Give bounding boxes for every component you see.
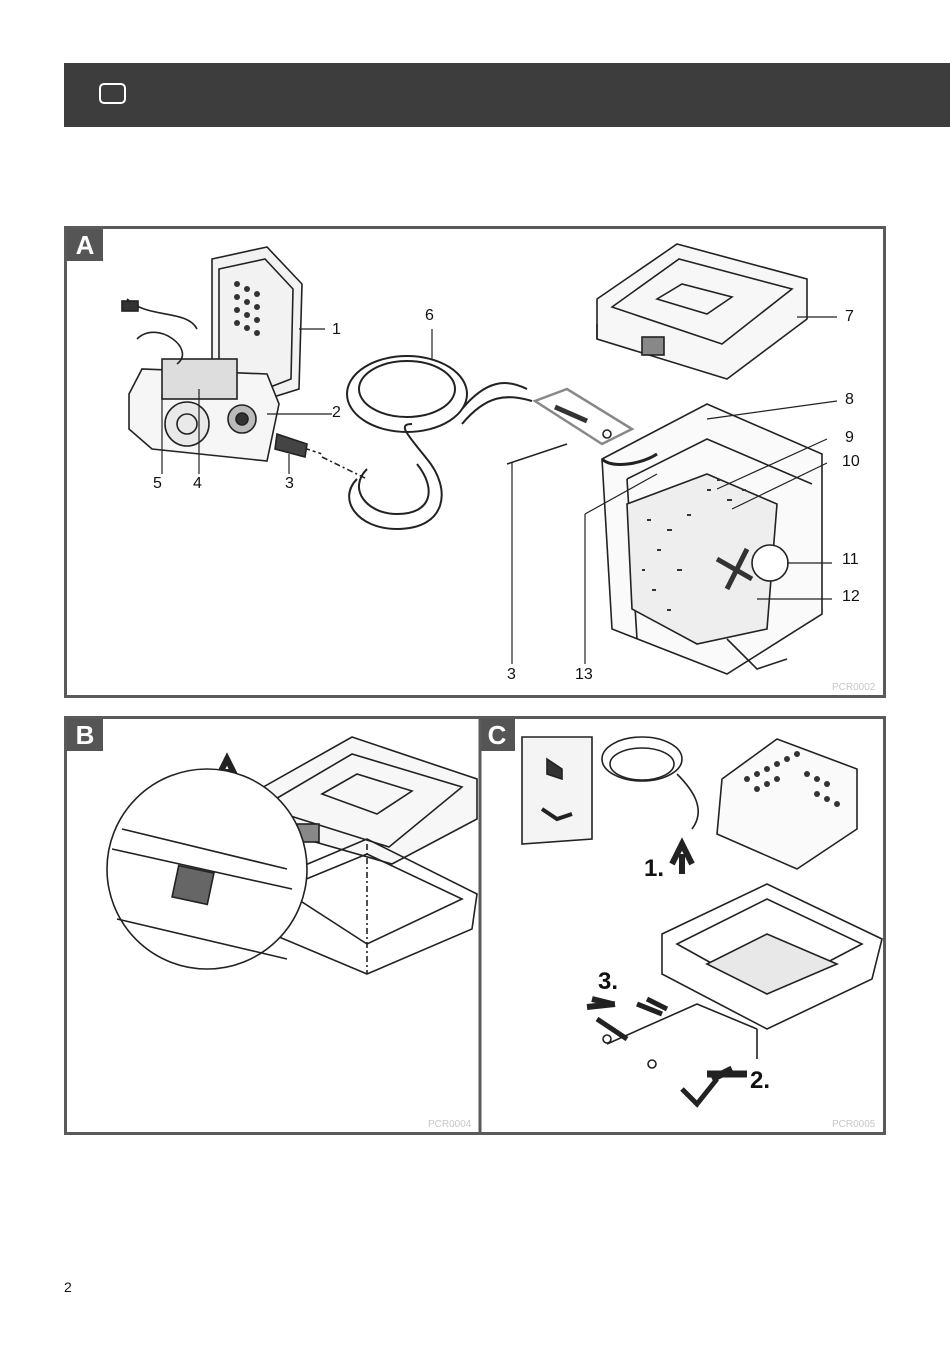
page-number: 2	[64, 1279, 72, 1295]
step-2-label: 2.	[750, 1067, 771, 1094]
lid-removal-illustration	[106, 736, 478, 975]
callout-5: 5	[153, 475, 162, 492]
pump-unit-illustration	[121, 246, 303, 462]
panel-c-code: PCR0005	[832, 1119, 876, 1130]
panel-c-letter: C	[479, 719, 515, 751]
step-3-label: 3.	[598, 968, 619, 995]
step-1-label: 1.	[644, 855, 665, 882]
connector-highlight-box	[506, 387, 635, 465]
panel-b-code: PCR0004	[428, 1119, 472, 1130]
filter-box-illustration	[600, 403, 823, 675]
callout-8: 8	[845, 391, 854, 408]
leader-lines	[161, 316, 838, 664]
panel-b-letter: B	[67, 719, 103, 751]
callout-4: 4	[193, 475, 202, 492]
callout-13: 13	[575, 666, 593, 683]
callout-9: 9	[845, 429, 854, 446]
header-bar	[64, 63, 950, 127]
filter-disassembly-illustration	[521, 736, 883, 1108]
panel-a-code: PCR0002	[832, 682, 876, 693]
callout-6: 6	[425, 307, 434, 324]
callout-3-lower: 3	[507, 666, 516, 683]
callout-12: 12	[842, 588, 860, 605]
panel-a: A	[64, 226, 886, 698]
callout-2: 2	[332, 404, 341, 421]
panel-a-illustration	[121, 243, 838, 675]
filter-lid-illustration	[596, 243, 808, 380]
callout-3: 3	[285, 475, 294, 492]
callout-1: 1	[332, 321, 341, 338]
callout-11: 11	[842, 551, 859, 568]
panel-a-letter: A	[67, 229, 103, 261]
hose-connector-illustration	[274, 432, 368, 480]
hose-illustration	[346, 355, 533, 531]
callout-7: 7	[845, 308, 854, 325]
tablet-outline-icon	[99, 83, 126, 104]
panel-bc-illustration	[106, 719, 883, 1132]
panel-bc: B C	[64, 716, 886, 1135]
callout-10: 10	[842, 453, 860, 470]
